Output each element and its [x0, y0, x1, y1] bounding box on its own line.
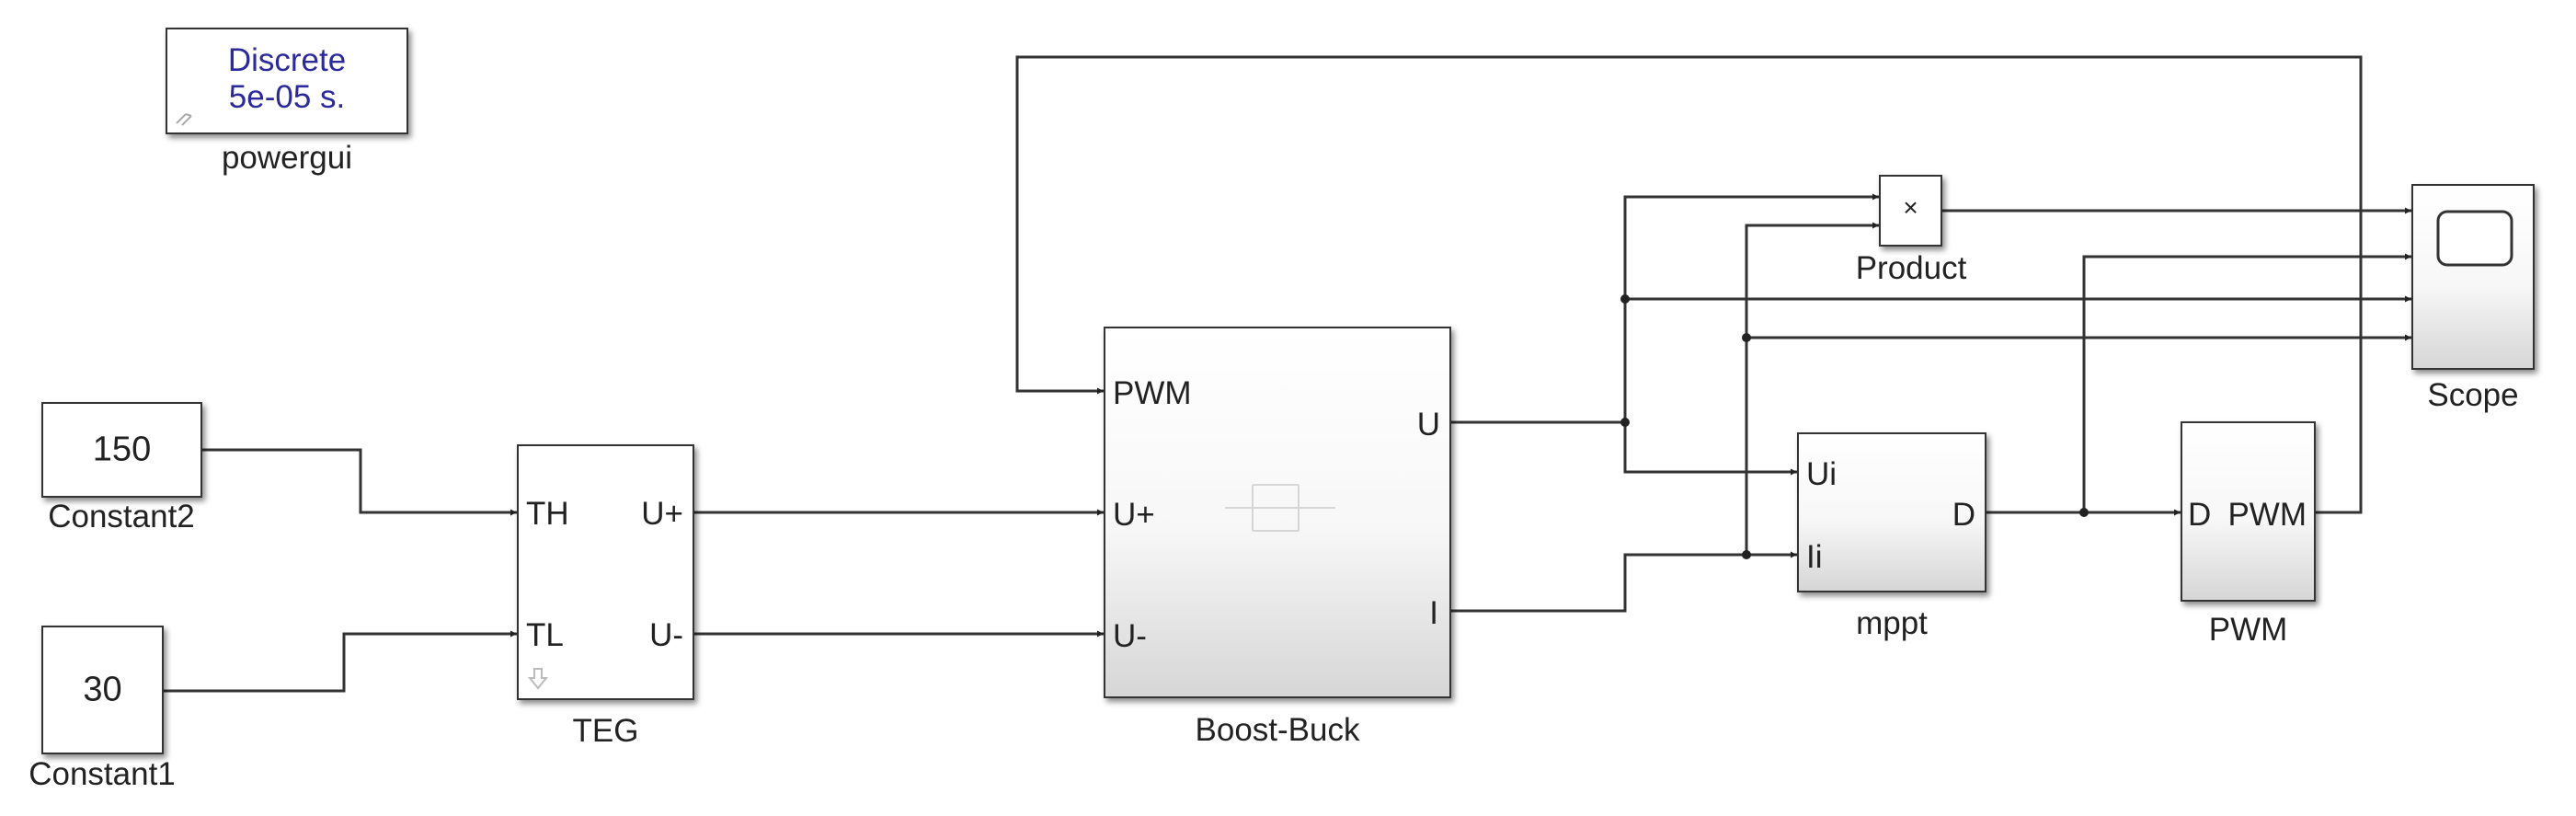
- constant2-label: Constant2: [48, 499, 195, 534]
- wire-constant1-teg: [164, 630, 517, 693]
- wire-pwm-feedback: [1015, 55, 2363, 514]
- junction-dot: [1620, 294, 1630, 304]
- teg-port-tl: TL: [526, 617, 564, 653]
- mppt-port-d: D: [1952, 497, 1975, 533]
- product-symbol: ×: [1903, 193, 1918, 222]
- wire-d-to-scope: [2082, 253, 2411, 512]
- teg-label: TEG: [572, 713, 639, 749]
- scope-label: Scope: [2427, 377, 2519, 413]
- pwm-block[interactable]: D PWM: [2181, 421, 2316, 602]
- wire-u-to-product: [1623, 193, 1879, 422]
- junction-dot: [2079, 508, 2089, 517]
- powergui-block[interactable]: Discrete 5e-05 s.: [166, 28, 408, 134]
- boost-buck-label: Boost-Buck: [1195, 712, 1360, 748]
- boost-port-i: I: [1429, 595, 1438, 631]
- product-block[interactable]: ×: [1879, 175, 1942, 247]
- link-icon: [176, 113, 192, 126]
- pwm-label: PWM: [2208, 612, 2288, 648]
- powergui-line1: Discrete: [227, 42, 347, 78]
- boost-buck-block[interactable]: PWM U+ U- U I: [1104, 327, 1451, 698]
- mppt-port-ii: Ii: [1806, 539, 1823, 575]
- boost-port-uplus: U+: [1113, 497, 1155, 533]
- teg-port-uplus: U+: [641, 496, 683, 532]
- wire-u-to-mppt: [1623, 422, 1797, 476]
- scope-block[interactable]: [2411, 184, 2535, 370]
- pwm-port-pwm: PWM: [2227, 497, 2307, 533]
- constant2-block[interactable]: 150: [41, 402, 202, 498]
- wire-i-to-product: [1745, 222, 1879, 555]
- boost-port-u: U: [1416, 407, 1440, 442]
- constant1-value: 30: [83, 670, 122, 709]
- teg-port-uminus: U-: [649, 617, 683, 653]
- junction-dot: [1742, 550, 1751, 559]
- junction-dot: [1620, 418, 1630, 427]
- product-label: Product: [1855, 250, 1967, 286]
- mppt-label: mppt: [1856, 605, 1928, 641]
- subsystem-preview-icon: [1225, 484, 1335, 532]
- junction-dot: [1742, 333, 1751, 342]
- constant2-value: 150: [92, 430, 152, 469]
- mppt-port-ui: Ui: [1806, 456, 1838, 492]
- teg-port-th: TH: [526, 496, 569, 532]
- scope-screen-icon: [2436, 210, 2513, 267]
- connection-port-icon: [528, 668, 548, 690]
- wire-boost-i: [1451, 551, 1797, 613]
- mppt-block[interactable]: Ui Ii D: [1797, 432, 1986, 592]
- teg-block[interactable]: TH TL U+ U-: [517, 444, 694, 700]
- constant1-label: Constant1: [29, 756, 176, 792]
- boost-port-pwm: PWM: [1113, 375, 1192, 411]
- pwm-port-d: D: [2188, 497, 2212, 533]
- powergui-label: powergui: [221, 140, 353, 176]
- boost-port-uminus: U-: [1113, 618, 1147, 654]
- constant1-block[interactable]: 30: [41, 626, 164, 754]
- wire-constant2-teg: [202, 448, 517, 516]
- powergui-line2: 5e-05 s.: [228, 79, 346, 115]
